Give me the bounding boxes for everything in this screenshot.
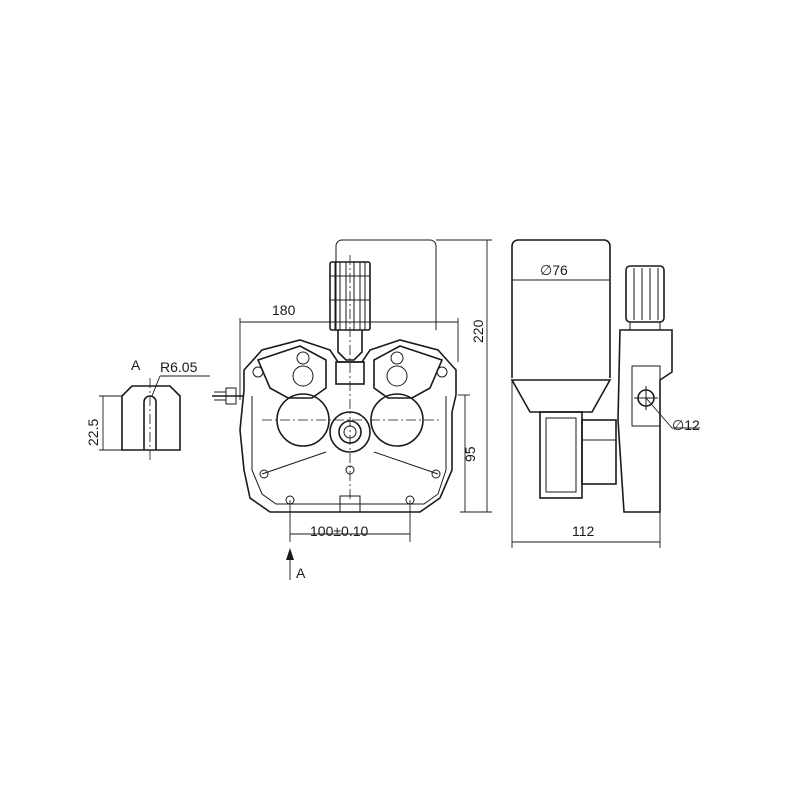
side-view: ∅76 ∅12 112 bbox=[510, 239, 700, 548]
mount-hole-tr bbox=[436, 366, 448, 378]
center-guide-block bbox=[335, 361, 365, 385]
reel-side-outline bbox=[511, 239, 611, 378]
width-label: 180 bbox=[272, 302, 296, 318]
gearbox-block bbox=[581, 419, 617, 485]
feed-funnel bbox=[510, 379, 612, 413]
mount-hole-tl bbox=[252, 366, 264, 378]
front-view: 220 95 180 bbox=[212, 239, 492, 581]
knob-diameter-leader bbox=[645, 397, 673, 429]
lower-strut-right bbox=[373, 451, 439, 475]
reel-diameter-label: ∅76 bbox=[540, 262, 568, 278]
mount-hole-br bbox=[431, 469, 441, 479]
center-bore bbox=[343, 425, 357, 439]
lower-strut-left bbox=[261, 451, 327, 475]
view-arrow-head bbox=[286, 548, 294, 560]
pressure-arm-right bbox=[373, 345, 444, 399]
depth-label: 112 bbox=[572, 523, 595, 539]
detail-view-label: A bbox=[131, 357, 141, 373]
housing-outline bbox=[239, 339, 457, 513]
pressure-arm-left bbox=[256, 345, 327, 399]
slot-radius-label: R6.05 bbox=[160, 359, 198, 375]
hole-spacing-label: 100±0.10 bbox=[310, 523, 369, 539]
mount-hole-center bbox=[345, 465, 355, 475]
mount-hole-bl bbox=[259, 469, 269, 479]
bracket-slot bbox=[631, 365, 661, 427]
arm-pivot-right bbox=[390, 351, 404, 365]
center-hub bbox=[338, 420, 362, 444]
side-bracket bbox=[617, 329, 673, 513]
adjust-screw-nut bbox=[225, 387, 237, 405]
motor-inner bbox=[545, 417, 577, 493]
upper-roller-right bbox=[386, 365, 408, 387]
total-height-label: 220 bbox=[470, 319, 486, 343]
slot-height-label: 22.5 bbox=[85, 419, 101, 446]
base-center-tab bbox=[339, 495, 361, 512]
knob-diameter-label: ∅12 bbox=[672, 417, 700, 433]
view-arrow-label: A bbox=[296, 565, 306, 581]
upper-roller-left bbox=[292, 365, 314, 387]
knob-base bbox=[629, 321, 661, 331]
center-gear bbox=[329, 411, 371, 453]
arm-pivot-left bbox=[296, 351, 310, 365]
housing-inner-rim bbox=[251, 396, 447, 505]
lower-height-label: 95 bbox=[462, 446, 478, 462]
reel-outline bbox=[335, 239, 437, 330]
detail-view-a: A R6.05 22.5 bbox=[85, 357, 210, 462]
